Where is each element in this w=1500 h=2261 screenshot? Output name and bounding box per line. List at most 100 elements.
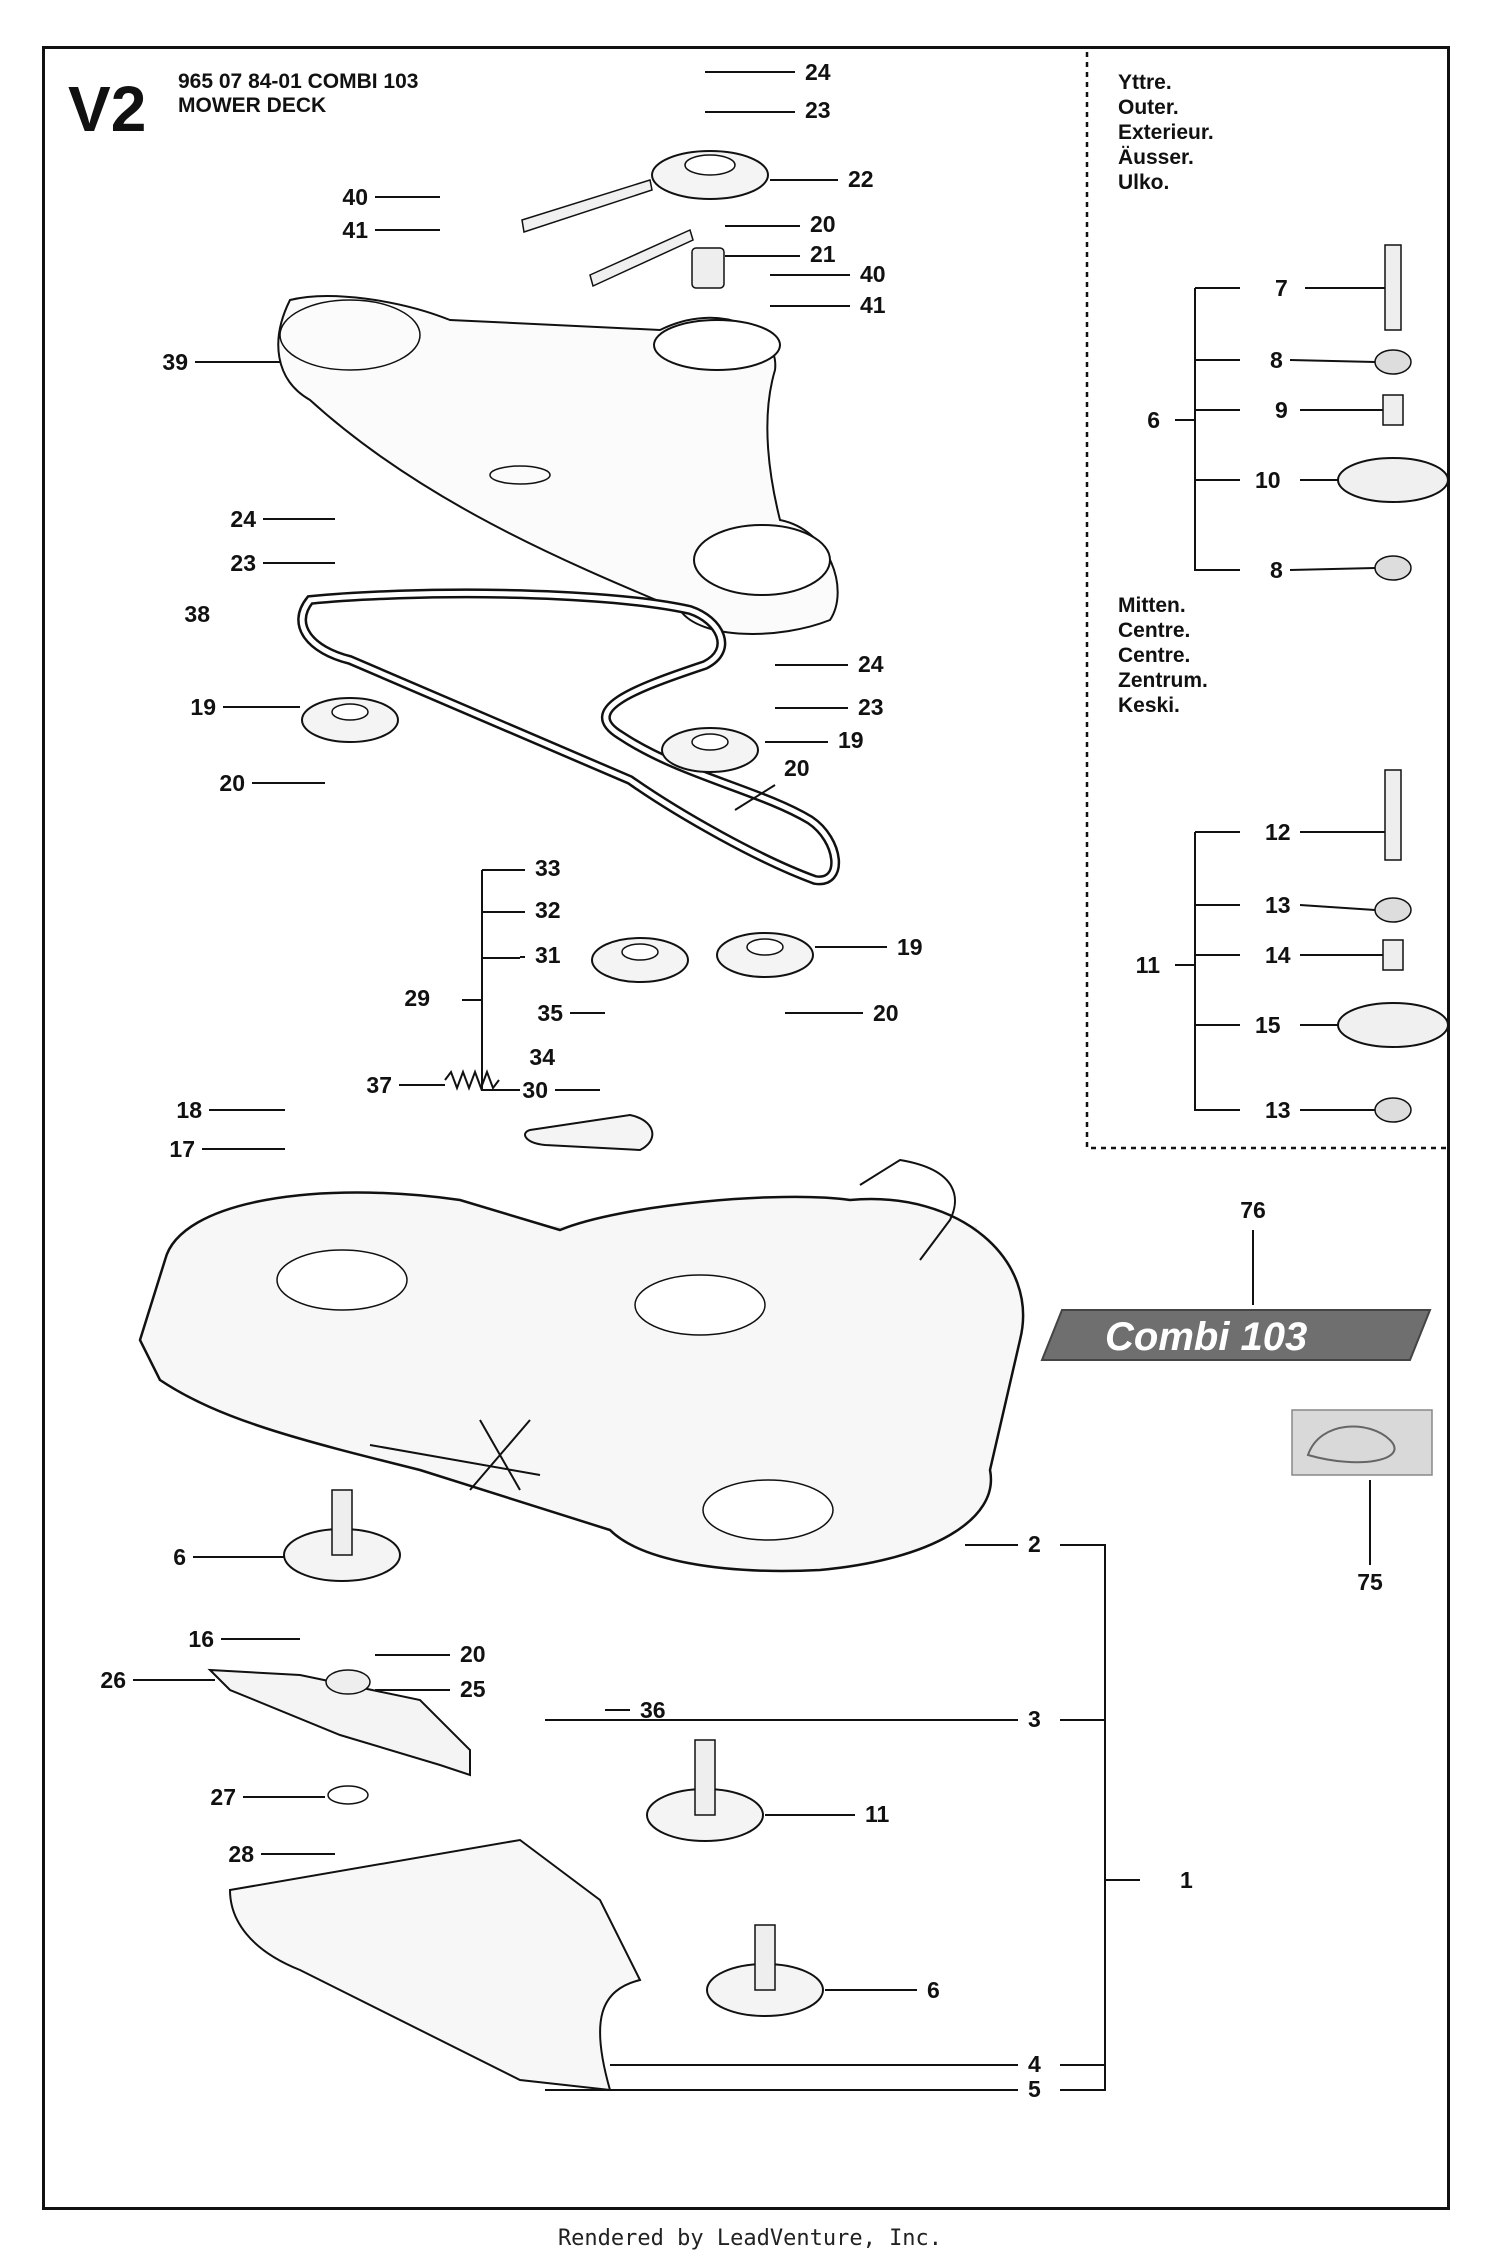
callout-c1: 1 (1180, 1867, 1193, 1893)
callout-c10: 10 (1255, 467, 1281, 493)
callout-c22: 22 (848, 166, 874, 192)
diagram-code: V2 (68, 73, 147, 145)
callout-c40a: 40 (342, 184, 368, 210)
callout-c13a: 13 (1265, 892, 1291, 918)
callout-c6c: 6 (1147, 407, 1160, 433)
center-spindle-inset-shaft (1384, 769, 1402, 861)
callout-c14: 14 (1265, 942, 1291, 968)
left-spindle-well (276, 1249, 408, 1311)
callout-c3: 3 (1028, 1706, 1041, 1732)
callout-c33: 33 (535, 855, 561, 881)
callout-c41b: 41 (860, 292, 886, 318)
callout-c36: 36 (640, 1697, 666, 1723)
idler-pulley-hub (621, 943, 659, 961)
callout-c25: 25 (460, 1676, 486, 1702)
outer-label-fr: Exterieur. (1118, 121, 1214, 144)
callout-c24b: 24 (230, 506, 256, 532)
callout-c19c: 19 (897, 934, 923, 960)
blade-adapter (325, 1669, 371, 1695)
callout-c32: 32 (535, 897, 561, 923)
callout-c31: 31 (535, 942, 561, 968)
callout-c29: 29 (404, 985, 430, 1011)
outer-label-de: Äusser. (1118, 146, 1194, 169)
top-pulley-hub (684, 154, 736, 176)
outer-spacer (1382, 394, 1404, 426)
center-label-fr: Centre. (1118, 644, 1191, 667)
callout-c11a: 11 (865, 1801, 890, 1827)
callout-leader (1299, 904, 1376, 911)
callout-leader (1289, 567, 1376, 571)
callout-c24a: 24 (805, 59, 831, 85)
callout-c6b: 6 (927, 1977, 940, 2003)
idler-arm (524, 1113, 654, 1152)
callout-c19a: 19 (190, 694, 216, 720)
footer-credit: Rendered by LeadVenture, Inc. (557, 2226, 943, 2251)
callout-c5: 5 (1028, 2076, 1041, 2102)
callout-group: 2423222021404140413924233824231920192033… (100, 59, 1385, 2102)
deck-x-mark (369, 1419, 541, 1491)
inset-border (1085, 52, 1447, 1150)
callout-c39: 39 (162, 349, 188, 375)
outer-spindle-housing (1337, 457, 1449, 503)
callout-c20c: 20 (784, 755, 810, 781)
callout-c11b: 11 (1136, 952, 1161, 978)
callout-c9: 9 (1275, 397, 1288, 423)
callout-c75: 75 (1357, 1569, 1383, 1595)
callout-c4: 4 (1028, 2051, 1041, 2077)
belt-routing-decal (1291, 1409, 1433, 1476)
center-bearing-bottom (1374, 1097, 1412, 1123)
callout-c16: 16 (188, 1626, 214, 1652)
callout-c27: 27 (210, 1784, 236, 1810)
center-label-de: Zentrum. (1118, 669, 1208, 692)
belt-routing-decal-drawing (1306, 1425, 1396, 1464)
decal-badge (1040, 1309, 1432, 1361)
deck-baffle (228, 1838, 642, 2092)
tension-spring (444, 1069, 500, 1091)
callout-c23b: 23 (230, 550, 256, 576)
left-spindle-shaft (331, 1489, 353, 1556)
outer-spindle-shaft (1384, 244, 1402, 331)
center-label-en: Centre. (1118, 619, 1191, 642)
callout-c24c: 24 (858, 651, 884, 677)
callout-c23c: 23 (858, 694, 884, 720)
outer-label-en: Outer. (1118, 96, 1179, 119)
center-bearing-top (1374, 897, 1412, 923)
callout-c12: 12 (1265, 819, 1291, 845)
callout-c23a: 23 (805, 97, 831, 123)
center-spacer (1382, 939, 1404, 971)
callout-c20a: 20 (810, 211, 836, 237)
right-spindle-shaft (754, 1924, 776, 1991)
callout-c17: 17 (169, 1136, 195, 1162)
decal-text: Combi 103 (1105, 1315, 1307, 1359)
outer-label-fi: Ulko. (1118, 171, 1170, 194)
deck-handle (859, 1158, 956, 1261)
callout-c20e: 20 (460, 1641, 486, 1667)
callout-c13b: 13 (1265, 1097, 1291, 1123)
center-spindle-inset-housing (1337, 1002, 1449, 1048)
top-belt-left (521, 179, 653, 233)
callout-c38: 38 (184, 601, 210, 627)
part-number-title: 965 07 84-01 COMBI 103 (178, 70, 419, 93)
callout-c34: 34 (529, 1044, 555, 1070)
belt-cover-right-dome (693, 524, 831, 596)
callout-leader (734, 784, 776, 811)
callout-c2: 2 (1028, 1531, 1041, 1557)
callout-c76: 76 (1240, 1197, 1266, 1223)
mower-deck (138, 1191, 1025, 1573)
drawing-frame (42, 46, 1450, 2210)
pulley-spacer (691, 247, 725, 289)
callout-c35: 35 (537, 1000, 563, 1026)
callout-c30: 30 (522, 1077, 548, 1103)
top-belt-right (589, 228, 694, 288)
callout-c20d: 20 (873, 1000, 899, 1026)
callout-c15: 15 (1255, 1012, 1281, 1038)
center-label-sv: Mitten. (1118, 594, 1186, 617)
outer-label-sv: Yttre. (1118, 71, 1172, 94)
right-pulley-hub (746, 938, 784, 956)
callout-c8a: 8 (1270, 347, 1283, 373)
callout-c8b: 8 (1270, 557, 1283, 583)
belt-cover-slot (489, 465, 551, 485)
callout-c19b: 19 (838, 727, 864, 753)
outer-bearing-bottom (1374, 555, 1412, 581)
